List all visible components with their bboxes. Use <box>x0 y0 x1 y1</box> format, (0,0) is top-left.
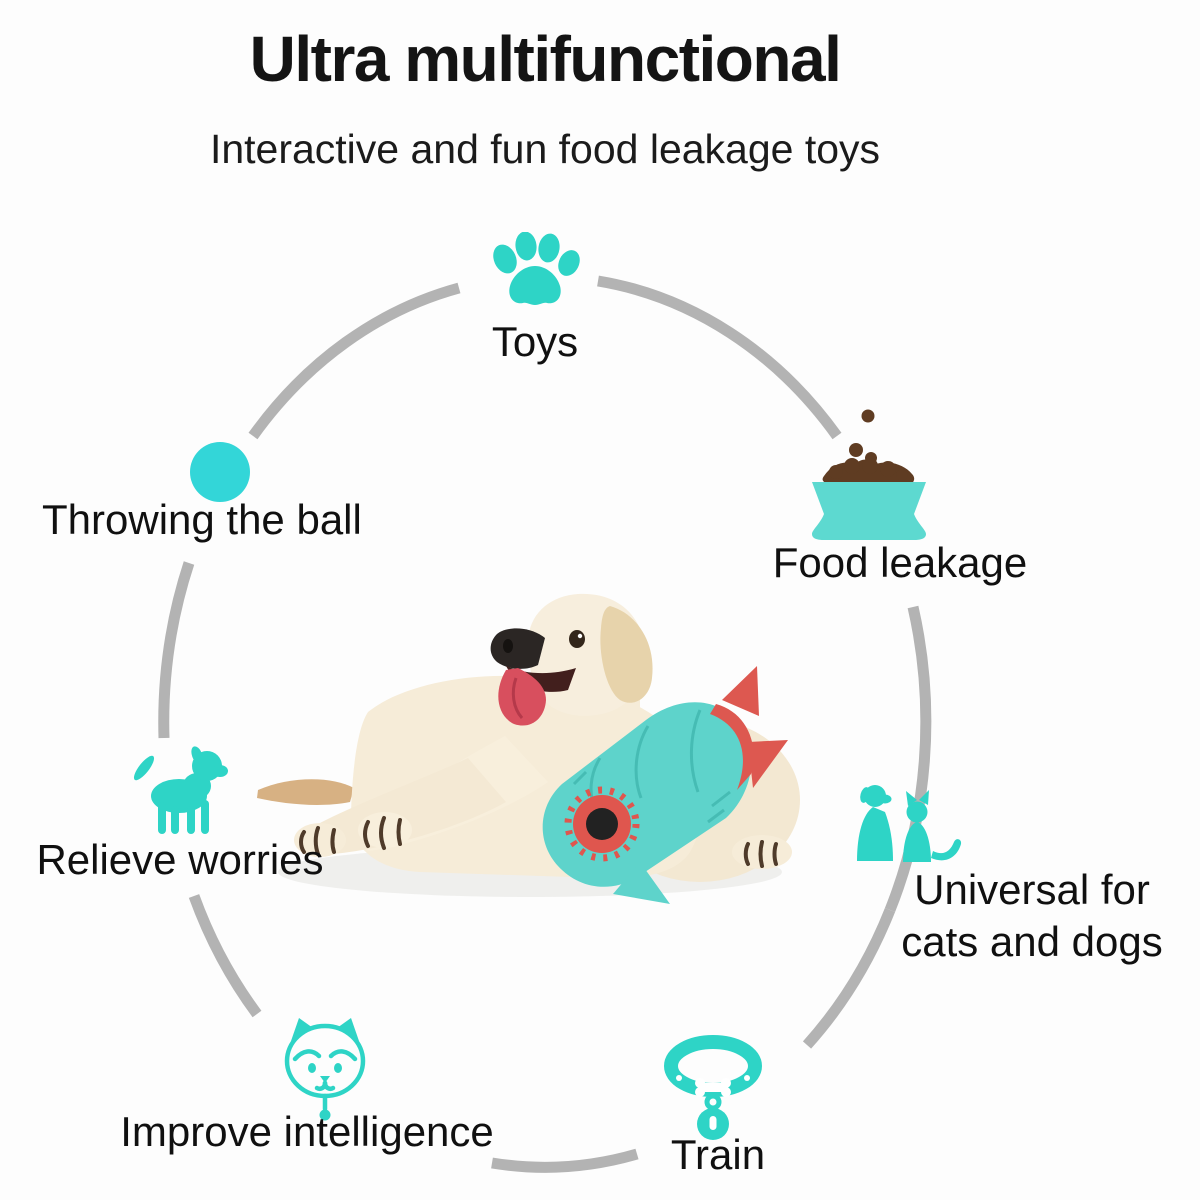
puppy-tongue <box>498 668 546 726</box>
puppy-front-leg <box>306 758 506 855</box>
puppy-eye <box>569 630 585 648</box>
puppy-nose <box>490 628 545 669</box>
ring-arc <box>802 907 896 1049</box>
feature-label-relieve-worries: Relieve worries <box>36 836 324 883</box>
rocket-bottom-fin <box>613 862 670 904</box>
rocket-tail-ring <box>710 704 754 790</box>
collar-bone <box>676 1075 750 1130</box>
ball-icon <box>190 442 250 502</box>
rocket-fin <box>722 666 759 716</box>
ring-arc <box>597 275 842 440</box>
puppy-icon <box>133 746 228 834</box>
ring-arc <box>158 561 195 739</box>
ring-arc <box>188 894 262 1018</box>
paw-icon <box>493 232 580 305</box>
feature-label-improve-intelligence: Improve intelligence <box>120 1108 494 1155</box>
puppy-nostril <box>503 639 513 653</box>
page-subtitle: Interactive and fun food leakage toys <box>209 126 881 172</box>
paw-toes <box>299 816 402 856</box>
feature-label-train: Train <box>670 1131 766 1178</box>
rocket-fin <box>748 740 788 788</box>
feature-label-throwing-ball: Throwing the ball <box>42 496 362 543</box>
ring-arc <box>884 605 932 913</box>
page-title: Ultra multifunctional <box>249 23 842 95</box>
feature-label-universal: Universal for cats and dogs <box>901 866 1163 965</box>
shiba-face-icon <box>284 1018 366 1121</box>
rocket-treat-hole <box>586 808 618 840</box>
food-bowl-icon <box>812 409 926 540</box>
rocket-nose-spikes <box>564 786 640 862</box>
feature-label-food-leakage: Food leakage <box>772 539 1028 586</box>
cat-and-dog-icon <box>857 785 962 862</box>
collar-icon <box>664 1035 762 1140</box>
tongue-line <box>511 677 524 720</box>
ring-arc <box>491 1148 639 1173</box>
paw-toes <box>743 840 778 868</box>
puppy-tail <box>257 779 354 805</box>
feature-label-toys: Toys <box>491 318 579 365</box>
puppy-ear <box>600 606 653 703</box>
ring-arc <box>248 282 461 440</box>
puppy-eye-glint <box>577 633 583 639</box>
